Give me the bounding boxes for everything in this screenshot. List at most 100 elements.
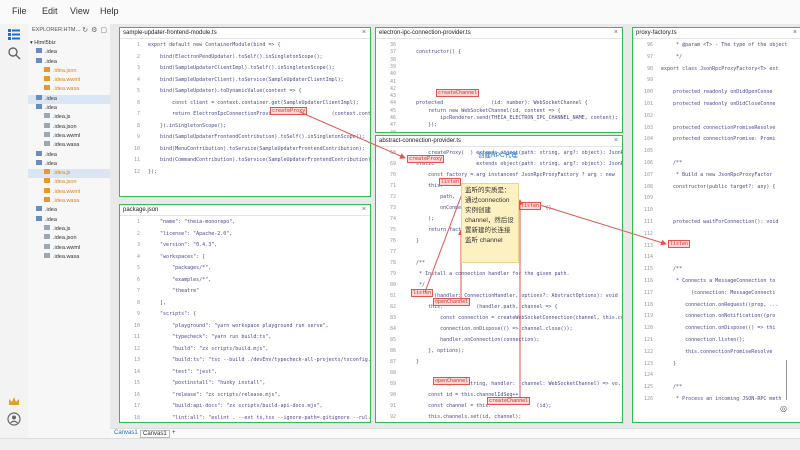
code-line[interactable]: bind(ElectronPendUpdater).toSelf().inSin… xyxy=(148,53,323,60)
tree-root[interactable]: ▾ Html5biz xyxy=(28,39,110,48)
code-line[interactable]: }).inSingletonScope(); xyxy=(148,122,227,129)
code-line[interactable]: "packages/*", xyxy=(148,265,212,271)
code-line[interactable]: /** xyxy=(661,384,683,391)
code-line[interactable]: protected (id: number): WebSocketChannel… xyxy=(404,100,588,107)
tree-item[interactable]: .idea.wasa xyxy=(28,85,110,94)
code-line[interactable]: protected readonly onDidCloseConne xyxy=(661,101,776,107)
code-line[interactable]: /** xyxy=(661,160,683,166)
tree-item[interactable]: .idea.json xyxy=(28,178,110,187)
avatar-icon[interactable] xyxy=(7,412,21,426)
add-tab-button[interactable]: + xyxy=(172,430,176,436)
code-line[interactable]: "lint:all": "eslint . --ext ts,tsx --ign… xyxy=(148,414,371,421)
menu-file[interactable]: File xyxy=(12,6,27,16)
code-line[interactable]: bind(CommandContribution).toService(Samp… xyxy=(148,157,371,163)
code-line[interactable]: "typecheck": "yarn run build:ts", xyxy=(148,334,272,340)
tree-item[interactable]: .idea.wwml xyxy=(28,243,110,253)
tree-item[interactable]: .idea.wasa xyxy=(28,141,110,150)
code-line[interactable]: "release": "zx scripts/release.mjs", xyxy=(148,391,281,398)
settings-icon[interactable]: ⚙ xyxy=(91,27,98,34)
highlight-createChannel[interactable]: createChannel xyxy=(436,89,480,97)
code-line[interactable]: } xyxy=(661,360,677,367)
editor-panel-abstract[interactable]: abstract-connection-provider.ts× 68 crea… xyxy=(375,135,623,423)
new-file-icon[interactable]: ▢ xyxy=(100,27,107,34)
tree-item[interactable]: .idea xyxy=(28,104,110,113)
canvas-tab[interactable]: Canvas1 xyxy=(114,430,138,436)
code-line[interactable]: const channel = this. (id); xyxy=(404,403,552,409)
tree-item[interactable]: .idea xyxy=(28,57,110,67)
tree-item[interactable]: .idea xyxy=(28,206,110,215)
code-line[interactable]: ], xyxy=(148,299,167,306)
code-line[interactable]: "version": "0.4.3", xyxy=(148,242,218,248)
code-line[interactable]: connection.onRequest((prop, ... xyxy=(661,301,779,308)
code-line[interactable]: "name": "theia-monorepo", xyxy=(148,219,236,225)
code-line[interactable]: export default new ContainerModule(bind … xyxy=(148,42,281,48)
highlight-listen[interactable]: listen xyxy=(519,202,542,210)
tree-item[interactable]: .idea xyxy=(28,159,110,169)
code-line[interactable]: (handler: ConnectionHandler, options?: A… xyxy=(404,293,618,299)
tree-item[interactable]: .idea xyxy=(28,94,110,105)
code-line[interactable]: static extends object(path: string, arg?… xyxy=(416,161,622,167)
code-line[interactable]: const factory = arg instanceof JsonRpcPr… xyxy=(404,172,615,178)
highlight-listen[interactable]: listen xyxy=(439,178,462,186)
code-line[interactable]: }); xyxy=(148,168,158,175)
editor-panel-package[interactable]: package.json× 1 "name": "theia-monorepo"… xyxy=(119,204,371,423)
code-line[interactable]: this.connectionPromiseResolve xyxy=(661,348,773,355)
code-line[interactable]: "test": "jest", xyxy=(148,368,218,375)
tree-item[interactable]: .idea.js xyxy=(28,224,110,234)
code-line[interactable]: const connection = createWebSocketConnec… xyxy=(404,315,623,321)
tree-item[interactable]: .idea.js xyxy=(28,113,110,122)
code-line[interactable]: * Connects a MessageConnection to xyxy=(661,278,776,284)
tree-item[interactable]: .idea.wwml xyxy=(28,76,110,85)
code-line[interactable]: "license": "Apache-2.0", xyxy=(148,230,233,237)
code-line[interactable]: /** xyxy=(661,266,683,273)
code-line[interactable]: return ElectronIpcConnectionProvider. (c… xyxy=(172,111,371,117)
code-line[interactable]: bind(SampleUpdater).toDynamicValue(conte… xyxy=(148,88,302,94)
close-icon[interactable]: × xyxy=(613,29,618,36)
code-line[interactable]: export class JsonRpcProxyFactory<T> ext xyxy=(661,65,779,72)
code-line[interactable]: const id = this.channelIdSeq++; xyxy=(404,392,522,398)
code-line[interactable]: bind(SampleUpdaterClient).toService(Samp… xyxy=(148,76,344,83)
tree-item[interactable]: .idea.wasa xyxy=(28,252,110,262)
code-line[interactable]: * Process an incoming JSON-RPC meth xyxy=(661,396,782,402)
code-line[interactable]: this. (handler.path, channel => { xyxy=(404,304,558,310)
code-line[interactable]: connection.onDispose(() => channel.close… xyxy=(404,326,573,332)
code-line[interactable]: const client = context.container.get(Sam… xyxy=(148,99,359,106)
files-icon[interactable] xyxy=(7,27,21,41)
code-line[interactable]: "scripts": { xyxy=(148,311,197,317)
highlight-createProxy[interactable]: createProxy xyxy=(270,107,308,115)
code-line[interactable]: "build:api-docs": "zx scripts/build-api-… xyxy=(148,403,323,409)
code-line[interactable]: protected readonly onDidOpenConne xyxy=(661,89,773,96)
code-line[interactable]: }, options); xyxy=(404,348,465,354)
code-line[interactable]: handler.onConnection(connection); xyxy=(404,337,540,343)
tree-item[interactable]: .idea.wasa xyxy=(28,197,110,206)
code-line[interactable]: ); xyxy=(404,216,435,222)
code-line[interactable]: bind(MenuContribution).toService(SampleU… xyxy=(148,145,365,152)
code-line[interactable]: protected connectionPromise: Promi xyxy=(661,136,776,143)
code-line[interactable]: } xyxy=(404,359,420,365)
zoom-slider[interactable] xyxy=(786,360,787,400)
code-line[interactable]: * Install a connection handler for the g… xyxy=(404,271,570,277)
sticky-note[interactable]: 监听的实质是：通过connection实例创建channel，然后设置新建的长连… xyxy=(461,183,519,263)
code-line[interactable]: path, xyxy=(404,194,456,200)
search-icon[interactable] xyxy=(7,46,21,60)
code-line[interactable]: bind(SampleUpdaterFrontendContribution).… xyxy=(148,134,365,140)
target-icon[interactable]: ◎ xyxy=(780,404,787,413)
code-line[interactable]: "theatre" xyxy=(148,288,200,294)
code-line[interactable]: (connection: MessageConnecti xyxy=(661,289,776,296)
code-line[interactable]: }); xyxy=(404,122,438,129)
code-line[interactable]: "workspaces": [ xyxy=(148,253,206,260)
tree-item[interactable]: .idea.js xyxy=(28,169,110,179)
code-line[interactable]: ipcRenderer.send(THEIA_ELECTRON_IPC_CHAN… xyxy=(404,115,618,121)
crown-icon[interactable] xyxy=(7,394,21,408)
highlight-listen[interactable]: listen xyxy=(411,289,434,297)
menu-help[interactable]: Help xyxy=(100,6,119,16)
code-line[interactable]: */ xyxy=(661,53,683,60)
close-icon[interactable]: × xyxy=(361,29,366,36)
code-line[interactable]: "postinstall": "husky install", xyxy=(148,380,266,386)
code-line[interactable]: createProxy( ) extends object(path: stri… xyxy=(404,150,623,156)
code-line[interactable]: /** xyxy=(404,260,426,266)
highlight-openChannel[interactable]: openChannel xyxy=(433,377,471,385)
code-line[interactable]: "playground": "yarn workspace playground… xyxy=(148,322,329,329)
code-line[interactable]: "examples/*", xyxy=(148,276,212,283)
